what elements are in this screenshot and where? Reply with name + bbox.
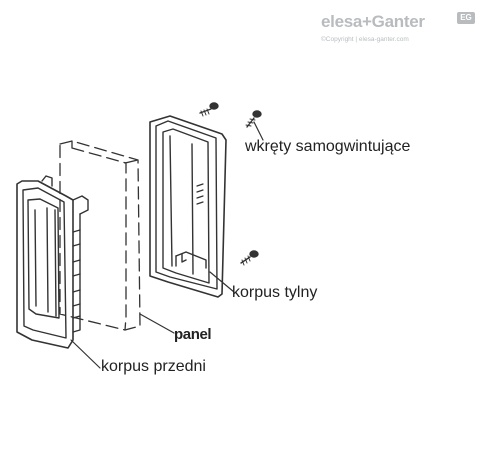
label-screws: wkręty samogwintujące: [245, 138, 411, 155]
label-front-body: korpus przedni: [101, 358, 206, 375]
front-body: [16, 175, 89, 349]
leader-front-body: [70, 339, 101, 369]
brand-logo: elesa+Ganter EG ©Copyright | elesa-gante…: [321, 12, 475, 48]
brand-name: elesa+Ganter: [321, 12, 425, 31]
screw-top-right: [245, 110, 262, 128]
leader-panel: [139, 313, 175, 334]
leader-lines: [70, 121, 264, 369]
brand-badge: EG: [457, 12, 475, 24]
label-panel: panel: [174, 326, 212, 343]
leader-screws: [253, 121, 264, 141]
panel: [59, 140, 141, 331]
label-back-body: korpus tylny: [232, 284, 318, 301]
leader-back-body: [209, 271, 235, 293]
screw-top-left: [199, 102, 219, 117]
screw-bottom: [240, 250, 259, 266]
copyright-text: ©Copyright | elesa-ganter.com: [321, 36, 409, 43]
back-body: [149, 115, 227, 298]
